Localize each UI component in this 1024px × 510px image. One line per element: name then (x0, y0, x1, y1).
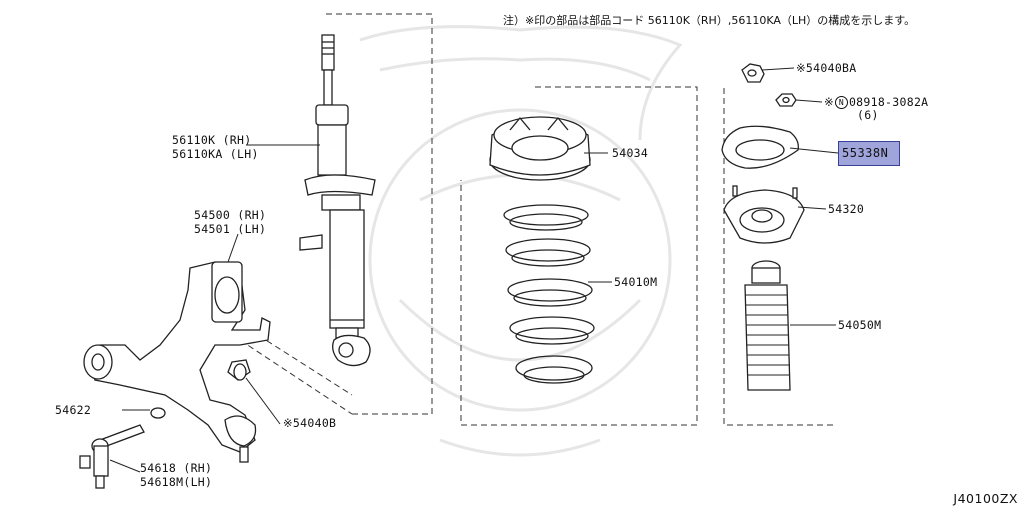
diagram-code: J40100ZX (953, 491, 1018, 506)
mount-label[interactable]: 54320 (828, 202, 865, 216)
flange-nut-prefix: ※ (824, 95, 834, 109)
lower-arm (83, 261, 271, 463)
flange-nut-label[interactable]: ※ N 08918-3082A (824, 96, 928, 109)
header-note: 注）※印の部品は部品コード 56110K（RH）,56110KA（LH）の構成を… (503, 14, 916, 27)
circled-n-icon: N (834, 96, 848, 109)
bumper-label[interactable]: 54050M (838, 318, 882, 332)
spring-seat (489, 116, 591, 181)
seat-label[interactable]: 54034 (612, 146, 649, 160)
highlight-box[interactable] (838, 141, 900, 166)
stud-label-rh[interactable]: 54618 (RH) (140, 461, 213, 475)
arm-label-rh[interactable]: 54500 (RH) (194, 208, 267, 222)
watermark-emblem (359, 25, 683, 457)
flange-nut (775, 93, 797, 107)
highlighted-part-label[interactable]: 55338N (842, 146, 889, 160)
stud-link (79, 424, 145, 489)
flange-nut-number: 08918-3082A (848, 95, 929, 109)
coil-spring (503, 204, 595, 384)
top-nut-label[interactable]: ※54040BA (796, 61, 857, 75)
circled-letter: N (838, 98, 844, 107)
strut-assembly (299, 34, 376, 367)
lower-nut (233, 363, 247, 381)
stud-label-lh[interactable]: 54618M(LH) (140, 475, 213, 489)
strut-label-rh[interactable]: 56110K (RH) (172, 133, 252, 147)
strut-label-lh[interactable]: 56110KA (LH) (172, 147, 259, 161)
top-nut (741, 63, 765, 83)
strut-mount (723, 185, 805, 244)
insulator (721, 125, 799, 169)
bump-boot (744, 260, 791, 391)
lower-nut-label[interactable]: ※54040B (283, 416, 337, 430)
leader-lines (109, 67, 839, 473)
flange-nut-qty: (6) (857, 108, 879, 122)
arm-label-lh[interactable]: 54501 (LH) (194, 222, 267, 236)
spring-label[interactable]: 54010M (614, 275, 658, 289)
washer-label[interactable]: 54622 (55, 403, 92, 417)
